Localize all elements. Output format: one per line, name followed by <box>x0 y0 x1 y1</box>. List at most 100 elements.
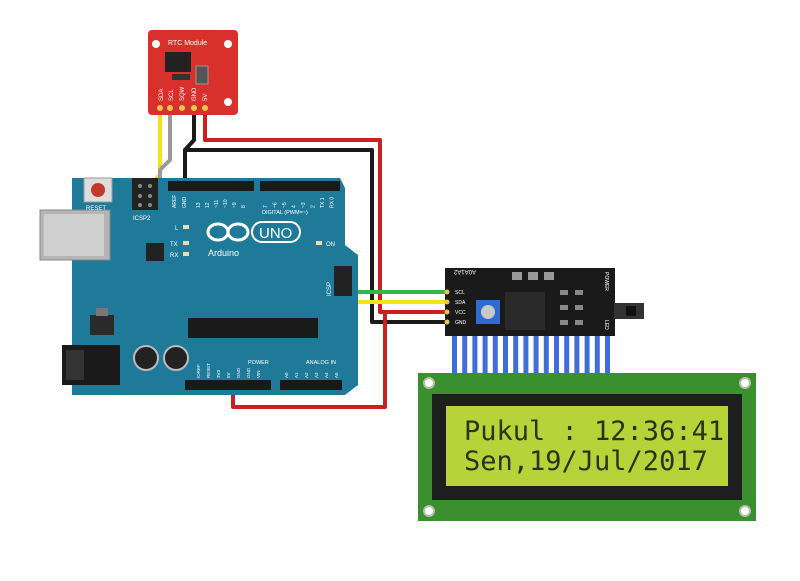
uno-badge <box>251 221 301 243</box>
lcd-mount-hole <box>739 505 751 517</box>
icsp2-body <box>132 178 158 210</box>
power-label: POWER <box>248 360 269 366</box>
i2c-pin-label: GND <box>455 320 467 326</box>
icsp2-pin <box>138 194 142 198</box>
reset-button-cap <box>91 183 105 197</box>
i2c-smd <box>575 290 583 295</box>
i2c-pin <box>444 299 450 305</box>
wire-gnd-i2c <box>183 148 447 324</box>
digital-header-left <box>168 181 254 191</box>
lcd-connector-pin <box>564 336 570 376</box>
arduino-brand-label: Arduino <box>208 248 239 258</box>
i2c-smd <box>560 320 568 325</box>
rx-led-label: RX <box>170 253 178 259</box>
lcd-connector-pin <box>554 336 559 376</box>
lcd-connector-pin <box>492 336 498 376</box>
lcd-line-1: Pukul : 12:36:41 <box>464 416 724 447</box>
rtc-pin <box>157 105 163 111</box>
capacitor <box>133 345 159 371</box>
led-jumper-cap <box>626 306 636 316</box>
pin-label: ~10 <box>223 199 229 208</box>
rtc-chip <box>165 52 191 72</box>
pin-label: ~6 <box>273 202 279 208</box>
pin-label: A5 <box>334 372 339 378</box>
i2c-addr-pad <box>528 272 538 280</box>
lcd-connector-pin <box>452 336 457 376</box>
lcd-connector-pin <box>584 336 590 376</box>
rtc-module: RTC Module SDA SCL SQW GND 5V <box>148 30 238 115</box>
lcd-line-2: Sen,19/Jul/2017 <box>464 446 708 477</box>
lcd-connector-pin <box>462 336 468 376</box>
icsp2-pin <box>138 184 142 188</box>
lcd-connector-pin <box>482 336 488 376</box>
voltage-regulator <box>90 315 114 335</box>
pin-label: 12 <box>205 202 211 208</box>
usb-connector-inner <box>44 214 104 256</box>
pin-label: A4 <box>324 372 329 378</box>
icsp2-label: ICSP2 <box>133 216 151 222</box>
i2c-pin-label: SCL <box>455 290 465 296</box>
pin-label: VIN <box>256 370 261 378</box>
i2c-pin-label: VCC <box>455 310 466 316</box>
icsp2-header <box>132 178 158 210</box>
pin-label: A2 <box>304 372 309 378</box>
tx-led <box>183 241 189 245</box>
lcd-mount-hole <box>739 377 751 389</box>
lcd-connector-pin <box>594 336 600 376</box>
wire-rtc-gnd <box>183 106 196 192</box>
i2c-smd <box>575 320 583 325</box>
i2c-smd <box>575 305 583 310</box>
usb-chip <box>146 243 164 261</box>
i2c-pin-labels: SCL SDA VCC GND <box>455 290 467 326</box>
tx-led-label: TX <box>170 242 178 248</box>
icsp2-pin <box>138 203 142 207</box>
rtc-pin <box>167 105 173 111</box>
pin-label: ~11 <box>214 200 220 208</box>
power-jack-inner <box>66 350 84 380</box>
pin-label: A1 <box>294 372 299 378</box>
on-led-label: ON <box>326 242 335 248</box>
i2c-header-pins <box>444 289 450 325</box>
i2c-led-label: LED <box>603 320 609 330</box>
i2c-addr-label: A0A1A2 <box>453 268 476 274</box>
pin-label: TX 1 <box>320 197 326 208</box>
pin-label: 8 <box>241 205 247 208</box>
potentiometer-knob <box>481 305 495 319</box>
i2c-addr-pad <box>544 272 554 280</box>
pin-label: 7 <box>263 205 269 208</box>
icsp2-pin <box>148 184 152 188</box>
lcd-module: Pukul : 12:36:41 Sen,19/Jul/2017 <box>418 373 756 521</box>
digital-header-right <box>260 181 340 191</box>
pin-label: IOREF <box>196 364 201 378</box>
icsp2-pin <box>148 194 152 198</box>
digital-label: DIGITAL (PWM=~) <box>262 210 308 216</box>
rtc-pin-label: SQW <box>180 86 186 101</box>
pin-label: 2 <box>311 205 317 208</box>
rtc-pin <box>179 105 185 111</box>
rtc-board <box>148 30 238 115</box>
analog-label: ANALOG IN <box>306 360 336 366</box>
i2c-smd <box>560 305 568 310</box>
capacitor <box>163 345 189 371</box>
i2c-addr-pad <box>512 272 522 280</box>
pin-label: 3V3 <box>216 369 221 378</box>
lcd-connector-pin <box>605 336 610 376</box>
pin-label: RESET <box>206 363 211 378</box>
rtc-mount-hole <box>152 40 160 48</box>
rtc-pin <box>202 105 208 111</box>
pin-label: 4 <box>292 205 298 208</box>
reset-label: RESET <box>86 206 106 212</box>
i2c-pin <box>444 289 450 295</box>
pin-label: 5V <box>226 372 231 378</box>
l-led <box>183 225 189 229</box>
analog-header <box>280 380 342 390</box>
pin-label: GND <box>246 367 251 378</box>
i2c-pin-label: SDA <box>455 300 466 306</box>
rtc-title: RTC Module <box>168 40 207 47</box>
rtc-pin-label: SCL <box>169 89 175 101</box>
